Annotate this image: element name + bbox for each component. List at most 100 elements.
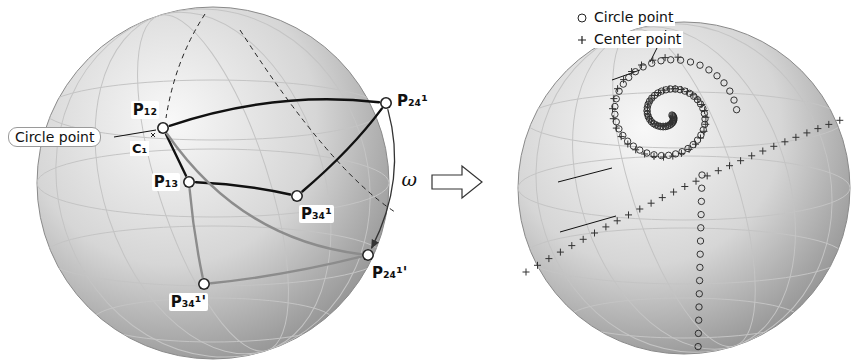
arc-connector: [372, 110, 395, 248]
center-point-marker: [610, 95, 617, 102]
point-marker: P₃₄¹: [291, 190, 303, 202]
circle-point-marker: [679, 149, 685, 155]
center-point-marker: [660, 154, 667, 161]
center-point-marker: [628, 68, 635, 75]
center-point-marker: [624, 141, 631, 148]
circle-point-marker: [697, 62, 703, 68]
callout-label: Circle point: [8, 127, 101, 147]
center-point-marker: [697, 135, 704, 142]
point-label: P₃₄¹: [299, 205, 334, 223]
center-point-marker: [669, 153, 676, 160]
center-mark: [151, 133, 155, 137]
point-markers: [523, 30, 844, 350]
point-label: P₂₄¹': [370, 264, 409, 282]
circle-point-marker: [685, 145, 691, 151]
circle-point-marker: [696, 291, 702, 297]
center-point-marker: [836, 117, 843, 124]
center-point-marker: [649, 57, 656, 64]
point-label: P₂₄¹: [395, 92, 430, 110]
center-point-marker: [803, 129, 810, 136]
legend-plus-marker: [578, 36, 586, 44]
center-point-marker: [770, 143, 777, 150]
center-point-marker: [613, 125, 620, 132]
center-point-marker: [651, 153, 658, 160]
center-point-marker: [681, 183, 688, 190]
circle-point-marker: [699, 185, 705, 191]
arc-connector: [190, 189, 203, 277]
center-point-marker: [701, 128, 708, 135]
circle-point-marker: [698, 211, 704, 217]
left-sphere: [37, 7, 389, 359]
arc-connector: [211, 257, 361, 284]
center-point-marker: [792, 134, 799, 141]
center-point-marker: [715, 167, 722, 174]
circle-point-marker: [714, 73, 720, 79]
circle-point-marker: [721, 80, 727, 86]
circle-point-marker: [697, 251, 703, 257]
circle-point-marker: [649, 60, 655, 66]
sphere-grid: [494, 0, 853, 361]
center-point-marker: [659, 194, 666, 201]
center-point-marker: [545, 255, 552, 262]
flow-arrow: [432, 166, 482, 198]
center-point-marker: [641, 151, 648, 158]
center-point-marker: [614, 85, 621, 92]
point-label: P₁₃: [152, 173, 180, 191]
center-point-marker: [609, 105, 616, 112]
point-label: P₁₂: [131, 101, 159, 119]
circle-point-marker: [698, 198, 704, 204]
center-point-marker: [638, 62, 645, 69]
center-point-marker: [694, 96, 701, 103]
leader-line: [114, 130, 156, 137]
center-point-marker: [693, 178, 700, 185]
center-point-marker: [675, 54, 682, 61]
circle-point-marker: [695, 343, 701, 349]
legend-text: Center point: [592, 31, 683, 48]
circle-point-marker: [731, 97, 737, 103]
center-point-marker: [632, 146, 639, 153]
center-point-marker: [618, 133, 625, 140]
center-point-marker: [636, 206, 643, 213]
circle-point-marker: [727, 88, 733, 94]
circle-point-marker: [695, 330, 701, 336]
circle-point-marker: [696, 277, 702, 283]
thin-line: [558, 30, 666, 232]
arc-connector: [170, 99, 379, 126]
circle-point-marker: [696, 317, 702, 323]
sphere-grid: [11, 0, 415, 361]
circle-point-marker: [697, 264, 703, 270]
center-point-marker: [591, 230, 598, 237]
center-point-marker: [781, 138, 788, 145]
center-point-marker: [726, 162, 733, 169]
center-point-marker: [644, 104, 651, 111]
center-point-marker: [825, 121, 832, 128]
point-marker: P₁₃: [183, 176, 195, 188]
center-point-marker: [698, 101, 705, 108]
circle-point-marker: [658, 58, 664, 64]
center-point-marker: [670, 189, 677, 196]
circle-point-marker: [620, 132, 626, 138]
center-point-marker: [534, 262, 541, 269]
center-point-marker: [737, 157, 744, 164]
circle-point-marker: [698, 225, 704, 231]
point-marker: P₂₄¹': [362, 249, 374, 261]
center-point-marker: [689, 91, 696, 98]
center-point-marker: [660, 87, 667, 94]
center-point-marker: [620, 76, 627, 83]
center-point-marker: [610, 115, 617, 122]
point-marker: P₂₄¹: [380, 97, 392, 109]
center-point-marker: [702, 114, 709, 121]
center-point-marker: [648, 96, 655, 103]
center-point-marker: [678, 150, 685, 157]
center-point-marker: [651, 92, 658, 99]
center-point-marker: [814, 125, 821, 132]
circle-point-marker: [733, 107, 739, 113]
point-label: C₁: [130, 141, 149, 156]
center-point-marker: [702, 121, 709, 128]
center-point-marker: [759, 148, 766, 155]
center-point-marker: [692, 141, 699, 148]
center-point-marker: [672, 85, 679, 92]
circle-point-marker: [651, 92, 657, 98]
